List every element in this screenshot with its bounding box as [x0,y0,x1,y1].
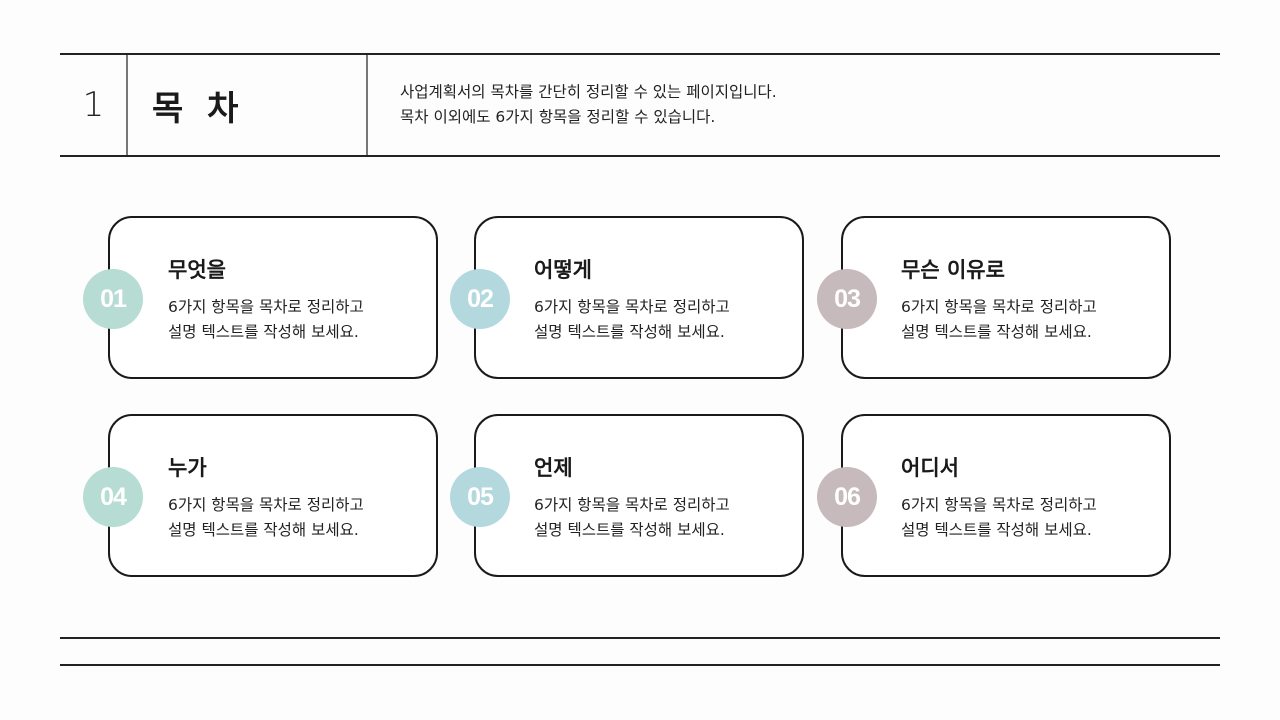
card-title: 누가 [168,456,207,480]
card-title: 무슨 이유로 [901,258,1005,282]
card-description-line: 설명 텍스트를 작성해 보세요. [168,521,359,539]
card-description: 6가지 항목을 목차로 정리하고 설명 텍스트를 작성해 보세요. [534,493,730,543]
number-badge-02: 02 [450,269,510,329]
header-bottom-rule [60,155,1220,157]
page-description: 사업계획서의 목차를 간단히 정리할 수 있는 페이지입니다. 목차 이외에도 … [400,80,777,130]
card-description-line: 설명 텍스트를 작성해 보세요. [534,323,725,341]
card-description-line: 설명 텍스트를 작성해 보세요. [901,521,1092,539]
card-description: 6가지 항목을 목차로 정리하고 설명 텍스트를 작성해 보세요. [901,493,1097,543]
card-description-line: 설명 텍스트를 작성해 보세요. [168,323,359,341]
card-description-line: 6가지 항목을 목차로 정리하고 [534,496,730,514]
card-title: 어디서 [901,456,959,480]
toc-card-02: 어떻게 6가지 항목을 목차로 정리하고 설명 텍스트를 작성해 보세요. [474,216,804,379]
card-description-line: 6가지 항목을 목차로 정리하고 [168,496,364,514]
toc-card-04: 누가 6가지 항목을 목차로 정리하고 설명 텍스트를 작성해 보세요. [108,414,438,577]
toc-card-06: 어디서 6가지 항목을 목차로 정리하고 설명 텍스트를 작성해 보세요. [841,414,1171,577]
toc-card-03: 무슨 이유로 6가지 항목을 목차로 정리하고 설명 텍스트를 작성해 보세요. [841,216,1171,379]
number-badge-03: 03 [817,269,877,329]
footer-top-rule [60,637,1220,639]
card-description-line: 6가지 항목을 목차로 정리하고 [901,298,1097,316]
number-badge-06: 06 [817,467,877,527]
card-description: 6가지 항목을 목차로 정리하고 설명 텍스트를 작성해 보세요. [534,295,730,345]
card-description: 6가지 항목을 목차로 정리하고 설명 텍스트를 작성해 보세요. [901,295,1097,345]
number-badge-04: 04 [83,467,143,527]
card-description-line: 설명 텍스트를 작성해 보세요. [534,521,725,539]
card-description: 6가지 항목을 목차로 정리하고 설명 텍스트를 작성해 보세요. [168,493,364,543]
page-description-line: 사업계획서의 목차를 간단히 정리할 수 있는 페이지입니다. [400,83,777,101]
header-divider-right [366,55,368,155]
card-title: 무엇을 [168,258,226,282]
number-badge-05: 05 [450,467,510,527]
card-description-line: 6가지 항목을 목차로 정리하고 [168,298,364,316]
toc-card-05: 언제 6가지 항목을 목차로 정리하고 설명 텍스트를 작성해 보세요. [474,414,804,577]
card-description: 6가지 항목을 목차로 정리하고 설명 텍스트를 작성해 보세요. [168,295,364,345]
card-title: 언제 [534,456,573,480]
toc-card-01: 무엇을 6가지 항목을 목차로 정리하고 설명 텍스트를 작성해 보세요. [108,216,438,379]
card-description-line: 설명 텍스트를 작성해 보세요. [901,323,1092,341]
card-description-line: 6가지 항목을 목차로 정리하고 [534,298,730,316]
card-title: 어떻게 [534,258,592,282]
page-title: 목 차 [152,88,245,129]
header-divider-left [126,55,128,155]
number-badge-01: 01 [83,269,143,329]
header-top-rule [60,53,1220,55]
page-description-line: 목차 이외에도 6가지 항목을 정리할 수 있습니다. [400,108,716,126]
card-description-line: 6가지 항목을 목차로 정리하고 [901,496,1097,514]
section-number: 1 [82,85,105,125]
footer-bottom-rule [60,664,1220,666]
